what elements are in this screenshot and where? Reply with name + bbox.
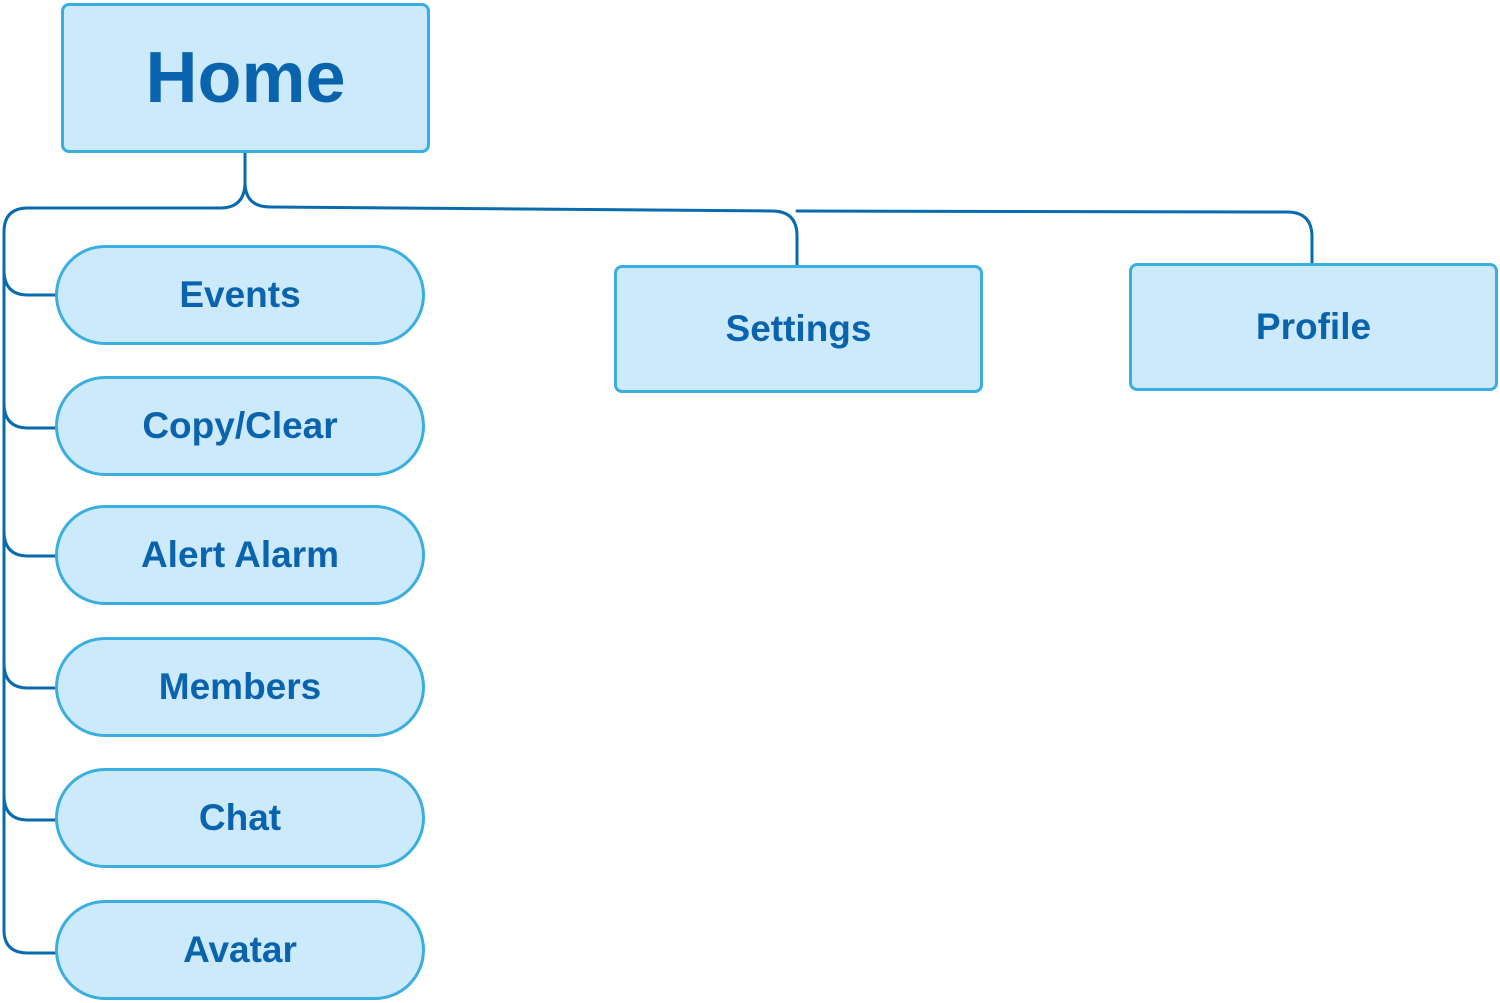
node-chat[interactable]: Chat [55, 768, 425, 868]
node-home[interactable]: Home [61, 3, 430, 153]
node-chat-label: Chat [198, 797, 282, 838]
node-settings[interactable]: Settings [614, 265, 983, 393]
node-avatar[interactable]: Avatar [55, 900, 425, 1000]
node-profile[interactable]: Profile [1129, 263, 1498, 391]
node-avatar-label: Avatar [183, 929, 297, 970]
connector-to-profile [795, 209, 1314, 265]
node-copy-clear-label: Copy/Clear [142, 405, 338, 446]
connector-to-chat [2, 793, 58, 822]
connector-to-avatar [2, 928, 58, 955]
node-home-label: Home [145, 38, 346, 118]
connector-to-members [2, 661, 58, 690]
connector-home-right [243, 180, 799, 267]
node-alert-alarm[interactable]: Alert Alarm [55, 505, 425, 605]
node-members[interactable]: Members [55, 637, 425, 737]
connector-home-left [2, 180, 247, 932]
connector-to-alert [2, 529, 58, 558]
node-events[interactable]: Events [55, 245, 425, 345]
connector-to-events [2, 268, 58, 297]
node-copy-clear[interactable]: Copy/Clear [55, 376, 425, 476]
node-alert-alarm-label: Alert Alarm [140, 534, 340, 575]
node-settings-label: Settings [725, 308, 872, 349]
node-events-label: Events [179, 274, 301, 315]
node-members-label: Members [158, 666, 322, 707]
connector-to-copy [2, 401, 58, 430]
node-profile-label: Profile [1255, 306, 1372, 347]
